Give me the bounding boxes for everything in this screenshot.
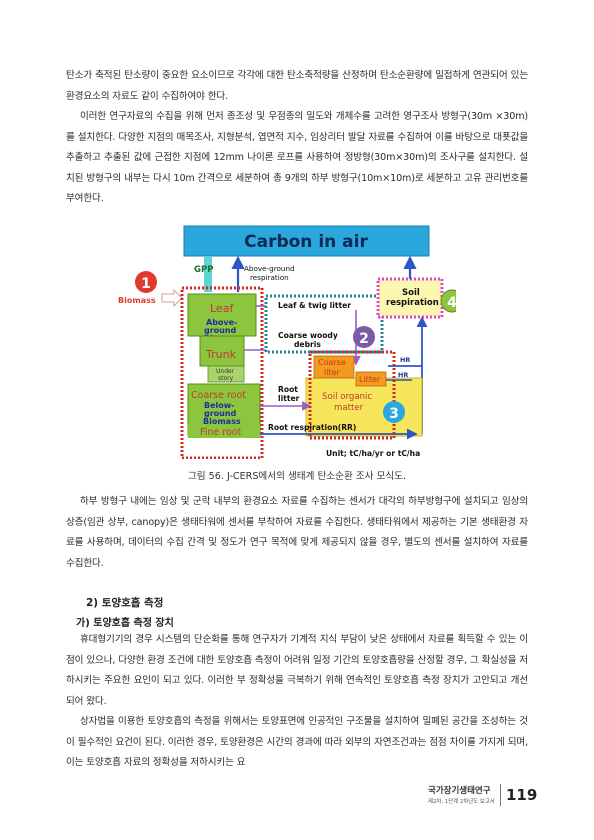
above-ground-respiration-label-1: Above-ground bbox=[244, 264, 295, 273]
page-number: 119 bbox=[506, 786, 538, 804]
root-litter-label-1: Root bbox=[278, 385, 298, 394]
soil-respiration-label-2: respiration bbox=[386, 298, 439, 308]
trunk-box bbox=[199, 335, 245, 367]
gpp-arrow bbox=[204, 256, 212, 292]
carbon-cycle-diagram: Carbon in air GPP Above-ground respirati… bbox=[118, 225, 456, 459]
step-2-marker bbox=[353, 326, 375, 348]
fine-root-box bbox=[188, 424, 260, 438]
coarse-litter-box bbox=[313, 355, 355, 379]
below-ground-biomass-label-1: Below- bbox=[204, 401, 234, 410]
soil-organic-label-2: matter bbox=[334, 403, 364, 413]
carbon-in-air-label: Carbon in air bbox=[244, 232, 368, 252]
gpp-label: GPP bbox=[194, 265, 213, 275]
litter-label: Litter bbox=[359, 375, 381, 384]
step-2-number: 2 bbox=[359, 331, 369, 347]
leaf-twig-litter-label: Leaf & twig litter bbox=[278, 301, 351, 310]
understory-label-1: Under bbox=[216, 368, 235, 375]
biomass-arrow bbox=[161, 288, 183, 308]
coarse-litter-label-1: Coarse bbox=[318, 358, 346, 367]
biomass-label: Biomass bbox=[118, 296, 156, 305]
step-3-number: 3 bbox=[389, 406, 399, 422]
soil-respiration-label-1: Soil bbox=[402, 288, 420, 298]
hr-label-1: HR bbox=[400, 356, 410, 364]
step-1-marker bbox=[135, 271, 157, 293]
paragraph-intro-continued: 탄소가 축적된 탄소량이 중요한 요소이므로 각각에 대한 탄소축적량을 산정하… bbox=[66, 70, 528, 102]
above-ground-respiration-label-2: respiration bbox=[250, 273, 289, 282]
paragraph-portable-devices: 휴대형기기의 경우 시스템의 단순화를 통해 연구자가 기계적 지식 부담이 낮… bbox=[66, 634, 528, 707]
coarse-woody-label-1: Coarse woody bbox=[278, 331, 338, 340]
coarse-root-label: Coarse root bbox=[191, 390, 246, 401]
step-4-number: 4 bbox=[447, 295, 456, 311]
below-ground-biomass-label-3: Biomass bbox=[203, 417, 241, 426]
step-4-marker bbox=[440, 289, 456, 313]
hr-label-2: HR bbox=[398, 371, 408, 379]
carbon-in-air-box bbox=[183, 225, 430, 257]
litter-box bbox=[355, 371, 387, 387]
paragraph-chamber-method: 상자법을 이용한 토양호흡의 측정을 위해서는 토양표면에 인공적인 구조물을 … bbox=[66, 716, 528, 769]
paragraph-sensor-setup: 하부 방형구 내에는 임상 및 군락 내부의 환경요소 자료를 수집하는 센서가… bbox=[66, 496, 528, 569]
step-1-number: 1 bbox=[141, 276, 151, 292]
footer-divider bbox=[500, 784, 501, 806]
soil-organic-label-1: Soil organic bbox=[322, 392, 372, 402]
above-ground-biomass-label-1: Above- bbox=[206, 318, 237, 327]
section-heading: 2) 토양호흡 측정 bbox=[86, 597, 164, 609]
above-ground-biomass-label-2: ground bbox=[204, 326, 237, 335]
paragraph-plot-setup: 이러한 연구자료의 수집을 위해 먼저 종조성 및 우점종의 밀도와 개체수를 … bbox=[66, 111, 528, 205]
figure-caption: 그림 56. J-CERS에서의 생태계 탄소순환 조사 모식도. bbox=[187, 471, 407, 482]
trunk-label: Trunk bbox=[205, 348, 237, 361]
root-litter-label-2: litter bbox=[278, 394, 300, 403]
coarse-litter-label-2: liter bbox=[324, 368, 341, 377]
footer-report-subtitle: 제2차, 1단계 2차년도 보고서 bbox=[428, 799, 495, 805]
step-3-marker bbox=[383, 401, 405, 423]
root-respiration-label: Root respiration(RR) bbox=[268, 423, 356, 432]
footer-report-title: 국가장기생태연구 bbox=[428, 786, 491, 796]
coarse-woody-label-2: debris bbox=[294, 340, 321, 349]
plant-biomass-outline bbox=[180, 286, 264, 459]
unit-label: Unit; tC/ha/yr or tC/ha bbox=[326, 449, 420, 458]
subsection-heading: 가) 토양호흡 측정 장치 bbox=[76, 618, 174, 629]
below-ground-biomass-label-2: ground bbox=[204, 409, 237, 418]
understory-label-2: story bbox=[218, 375, 234, 382]
fine-root-label: Fine root bbox=[200, 427, 242, 438]
soil-carbon-outline bbox=[308, 350, 396, 440]
leaf-label: Leaf bbox=[210, 302, 234, 315]
understory-box bbox=[207, 365, 245, 383]
